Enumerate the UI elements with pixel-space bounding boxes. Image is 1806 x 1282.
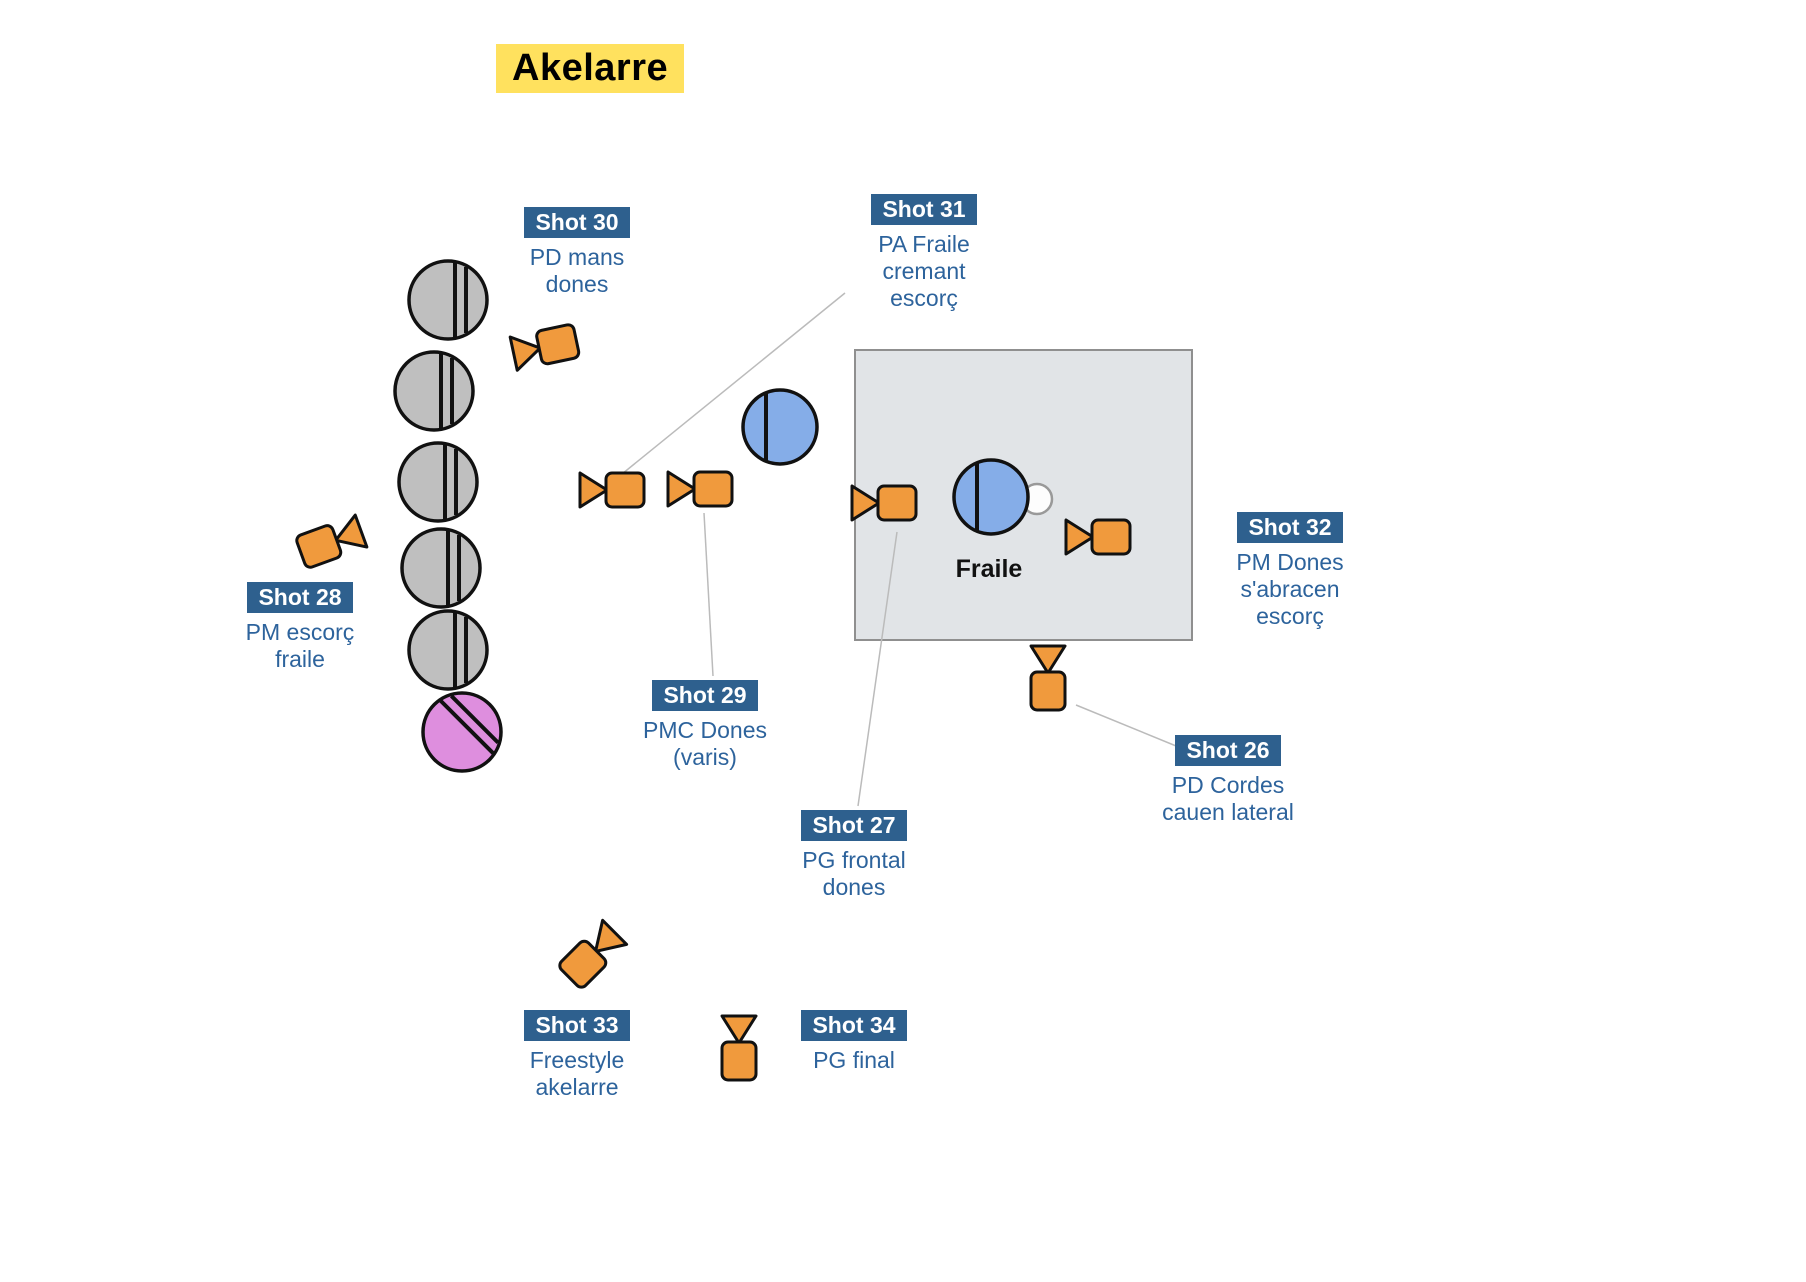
shot-28-camera-icon	[293, 513, 369, 571]
shot-34-caption: PG final	[813, 1047, 895, 1073]
shot-33-badge: Shot 33	[524, 1010, 630, 1041]
shot-33-camera-icon	[555, 918, 629, 992]
shot-29-label-group: Shot 29 PMC Dones (varis)	[610, 680, 800, 771]
shot-26-label-group: Shot 26 PD Cordes cauen lateral	[1133, 735, 1323, 826]
shot-31-label-group: Shot 31 PA Fraile cremant escorç	[829, 194, 1019, 312]
shot-26-badge: Shot 26	[1175, 735, 1281, 766]
shot-26-camera-icon	[1029, 644, 1067, 712]
dancer-marker-1	[407, 259, 489, 341]
shot-34-camera-icon	[720, 1014, 758, 1082]
dancer-marker-3	[397, 441, 479, 523]
shot-31-camera-icon	[578, 471, 646, 509]
shot-26-caption: PD Cordes cauen lateral	[1162, 772, 1294, 826]
shot-33-caption: Freestyle akelarre	[529, 1047, 625, 1101]
dancer-marker-2	[393, 350, 475, 432]
shot-30-caption: PD mans dones	[529, 244, 625, 298]
shot-29-badge: Shot 29	[652, 680, 758, 711]
shot-27-caption: PG frontal dones	[802, 847, 906, 901]
shot-28-label-group: Shot 28 PM escorç fraile	[205, 582, 395, 673]
shot-27-badge: Shot 27	[801, 810, 907, 841]
dancer-marker-4	[400, 527, 482, 609]
shot-34-label-group: Shot 34 PG final	[759, 1010, 949, 1074]
fraile-marker-outside	[741, 388, 819, 466]
leader-line-shot27	[857, 531, 898, 807]
shot-32-badge: Shot 32	[1237, 512, 1343, 543]
shot-27-camera-icon	[850, 484, 918, 522]
fraile-zone-label: Fraile	[956, 555, 1023, 583]
dancer-marker-pink	[407, 677, 517, 787]
shot-34-badge: Shot 34	[801, 1010, 907, 1041]
shot-28-caption: PM escorç fraile	[245, 619, 355, 673]
leader-line-shot31	[621, 292, 846, 475]
shot-29-camera-icon	[666, 470, 734, 508]
fraile-marker-inside	[952, 458, 1030, 536]
shot-30-badge: Shot 30	[524, 207, 630, 238]
shot-32-label-group: Shot 32 PM Dones s'abracen escorç	[1195, 512, 1385, 630]
shot-32-caption: PM Dones s'abracen escorç	[1236, 549, 1344, 630]
leader-line-shot26	[1075, 704, 1182, 749]
shot-30-label-group: Shot 30 PD mans dones	[482, 207, 672, 298]
shot-29-caption: PMC Dones (varis)	[643, 717, 767, 771]
shot-30-camera-icon	[508, 322, 582, 372]
dancer-marker-5	[407, 609, 489, 691]
leader-line-shot29	[703, 512, 714, 677]
diagram-title: Akelarre	[496, 44, 685, 93]
shot-31-badge: Shot 31	[871, 194, 977, 225]
shot-28-badge: Shot 28	[247, 582, 353, 613]
shot-32-camera-icon	[1064, 518, 1132, 556]
shot-33-label-group: Shot 33 Freestyle akelarre	[482, 1010, 672, 1101]
shot-27-label-group: Shot 27 PG frontal dones	[759, 810, 949, 901]
shot-31-caption: PA Fraile cremant escorç	[878, 231, 970, 312]
